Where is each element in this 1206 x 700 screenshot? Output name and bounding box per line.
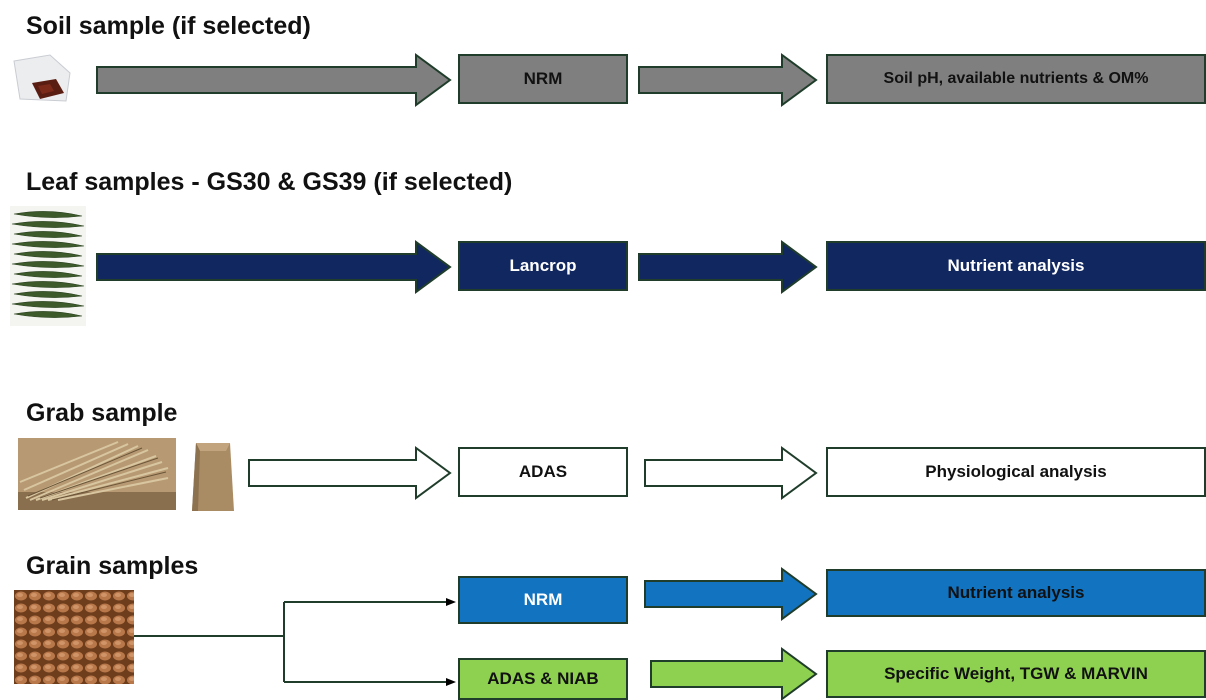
leaf-sample-icon	[10, 206, 86, 326]
wheat-grain-icon	[14, 590, 134, 684]
leaf-heading: Leaf samples - GS30 & GS39 (if selected)	[26, 168, 513, 196]
paper-bag-icon	[190, 437, 236, 513]
grain-top-arrow	[644, 567, 818, 621]
soil-heading: Soil sample (if selected)	[26, 12, 311, 40]
grain-top-provider-box: NRM	[458, 576, 628, 624]
soil-arrow-2	[638, 53, 818, 107]
grab-arrow-1	[248, 446, 452, 500]
soil-provider-box: NRM	[458, 54, 628, 104]
grain-bottom-analysis-box: Specific Weight, TGW & MARVIN	[826, 650, 1206, 698]
grain-bottom-provider-box: ADAS & NIAB	[458, 658, 628, 700]
grab-analysis-box: Physiological analysis	[826, 447, 1206, 497]
soil-arrow-1	[96, 53, 452, 107]
leaf-arrow-1	[96, 240, 452, 294]
grab-provider-box: ADAS	[458, 447, 628, 497]
grain-top-analysis-box: Nutrient analysis	[826, 569, 1206, 617]
soil-analysis-box: Soil pH, available nutrients & OM%	[826, 54, 1206, 104]
leaf-analysis-box: Nutrient analysis	[826, 241, 1206, 291]
grain-branch-connector	[134, 598, 456, 686]
soil-bag-icon	[10, 53, 86, 105]
grain-heading: Grain samples	[26, 552, 199, 580]
grab-sample-straw-icon	[18, 438, 176, 510]
leaf-provider-box: Lancrop	[458, 241, 628, 291]
leaf-arrow-2	[638, 240, 818, 294]
grain-bottom-arrow	[650, 647, 818, 700]
grab-heading: Grab sample	[26, 399, 178, 427]
grab-arrow-2	[644, 446, 818, 500]
